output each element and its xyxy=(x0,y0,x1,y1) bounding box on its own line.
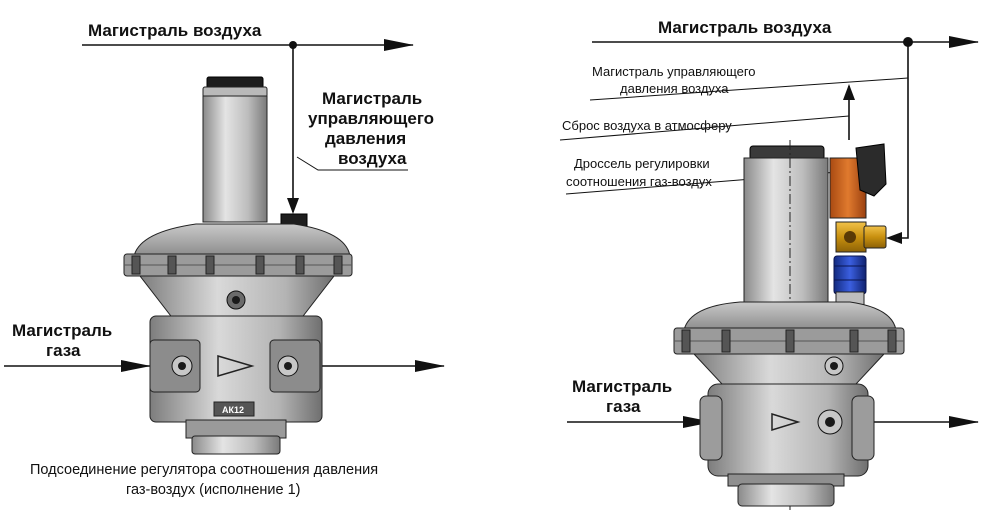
right-vent-label: Сброс воздуха в атмосферу xyxy=(562,118,732,133)
left-air-main-label: Магистраль воздуха xyxy=(88,21,262,40)
left-control-air-label-3: давления xyxy=(325,129,406,148)
right-vent-arrowhead xyxy=(843,84,855,100)
left-control-air-label-1: Магистраль xyxy=(322,89,422,108)
right-control-air-label-1: Магистраль управляющего xyxy=(592,64,756,79)
right-control-air-arrowhead xyxy=(886,232,902,244)
left-regulator-illustration: АК12 xyxy=(123,76,353,455)
left-control-air-leader xyxy=(296,156,408,171)
right-control-air-leader xyxy=(589,77,909,101)
right-diagram: Магистраль воздуха Магистраль управляюще… xyxy=(559,18,979,510)
left-gas-main-label-1: Магистраль xyxy=(12,321,112,340)
left-control-air-label-4: воздуха xyxy=(338,149,407,168)
left-caption-line-1: Подсоединение регулятора соотношения дав… xyxy=(30,462,378,478)
right-gas-main-label-1: Магистраль xyxy=(572,377,672,396)
right-throttle-label-1: Дроссель регулировки xyxy=(574,156,710,171)
right-throttle-label-2: соотношения газ-воздух xyxy=(566,174,712,189)
left-model-mark: АК12 xyxy=(222,405,244,415)
right-control-air-label-2: давления воздуха xyxy=(620,81,729,96)
left-control-air-label-2: управляющего xyxy=(308,109,434,128)
left-caption-line-2: газ-воздух (исполнение 1) xyxy=(126,482,301,498)
right-regulator-illustration xyxy=(673,140,905,510)
left-diagram: Магистраль воздуха Магистраль управляюще… xyxy=(4,21,445,498)
left-gas-main-label-2: газа xyxy=(46,341,81,360)
right-control-air-line xyxy=(890,42,909,239)
right-air-main-label: Магистраль воздуха xyxy=(658,18,832,37)
right-gas-main-label-2: газа xyxy=(606,397,641,416)
left-control-air-arrowhead xyxy=(287,198,299,214)
right-vent-leader xyxy=(559,115,850,141)
